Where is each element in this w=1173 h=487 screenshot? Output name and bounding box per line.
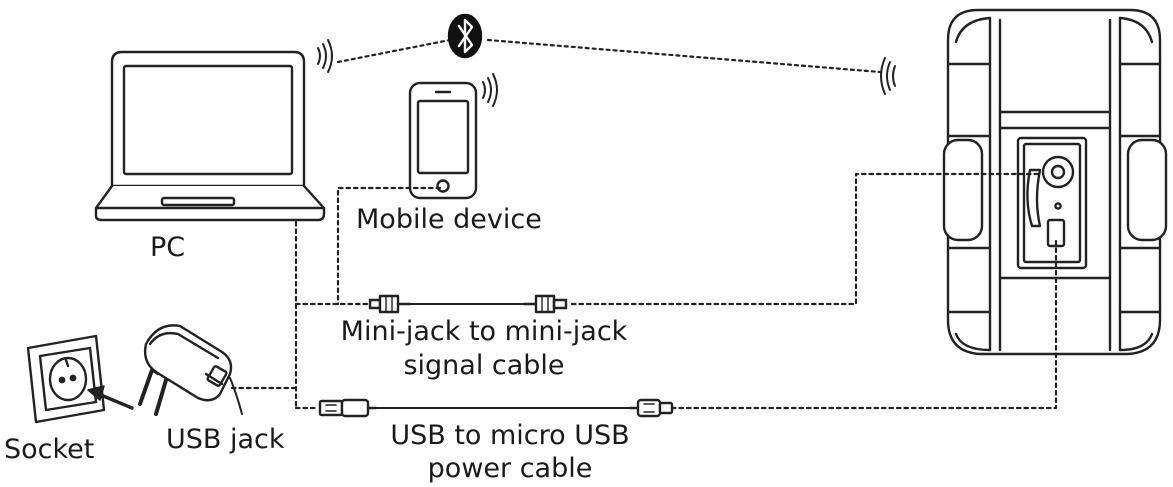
speaker-icon (942, 8, 1168, 356)
minijack-cable-icon (368, 294, 568, 314)
charger-cable (229, 377, 243, 415)
usb-charger-icon (138, 324, 233, 416)
usb-jack-label: USB jack (166, 424, 285, 455)
bluetooth-links (336, 38, 882, 74)
phone-icon (408, 81, 478, 200)
minijack-cable-label-line2: signal cable (403, 350, 565, 381)
minijack-to-speaker-line (570, 172, 1042, 306)
minijack-cable-label-line1: Mini-jack to mini-jack (340, 316, 628, 347)
bluetooth-icon (447, 13, 483, 59)
usb-cable-label-line2: power cable (427, 453, 593, 484)
bt-link-pc (336, 38, 452, 64)
wall-socket-icon (26, 334, 106, 424)
signal-waves-icon-phone (482, 73, 498, 107)
plug-in-arrow-icon (87, 385, 134, 410)
mobile-device-label: Mobile device (356, 204, 542, 235)
bt-link-speaker (486, 38, 882, 74)
laptop-icon (94, 50, 326, 222)
usb-cable-label-line1: USB to micro USB (390, 420, 630, 451)
socket-label: Socket (4, 434, 95, 465)
signal-waves-icon-pc (317, 39, 333, 73)
signal-waves-icon-speaker (880, 57, 896, 95)
mobile-drop-line (336, 186, 442, 306)
pc-label: PC (150, 232, 186, 263)
usb-to-speaker-line (670, 238, 1058, 410)
wired-links (230, 172, 1058, 410)
usb-cable-icon (318, 398, 674, 418)
